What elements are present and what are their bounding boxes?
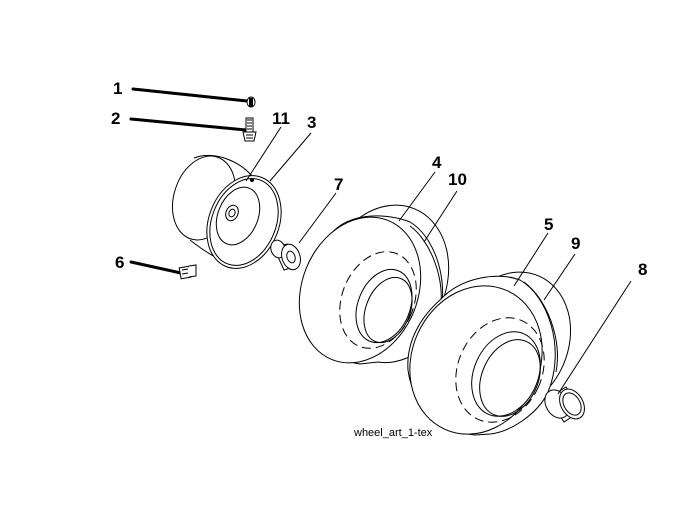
wheel-rim-part bbox=[172, 154, 282, 269]
callout-5: 5 bbox=[544, 215, 553, 234]
valve-cap-part bbox=[131, 87, 256, 108]
leader-lines bbox=[245, 126, 632, 395]
tire-part-5-9 bbox=[407, 271, 572, 436]
callout-10: 10 bbox=[448, 170, 467, 189]
diagram-caption: wheel_art_1-tex bbox=[353, 427, 433, 439]
callout-7: 7 bbox=[334, 175, 343, 194]
callout-8: 8 bbox=[638, 260, 647, 279]
callout-labels: 1 2 11 3 7 4 10 5 9 8 6 bbox=[111, 79, 647, 279]
callout-4: 4 bbox=[432, 153, 442, 172]
callout-1: 1 bbox=[113, 79, 122, 98]
callout-3: 3 bbox=[307, 113, 316, 132]
callout-9: 9 bbox=[571, 234, 580, 253]
lug-bolt-part bbox=[129, 260, 197, 280]
end-bushing-part bbox=[544, 386, 585, 423]
bushing-part bbox=[270, 239, 301, 271]
tire-part-4-10 bbox=[298, 204, 450, 365]
callout-11: 11 bbox=[272, 109, 290, 128]
callout-2: 2 bbox=[111, 109, 120, 128]
valve-stem-part bbox=[129, 117, 257, 142]
callout-6: 6 bbox=[115, 253, 124, 272]
